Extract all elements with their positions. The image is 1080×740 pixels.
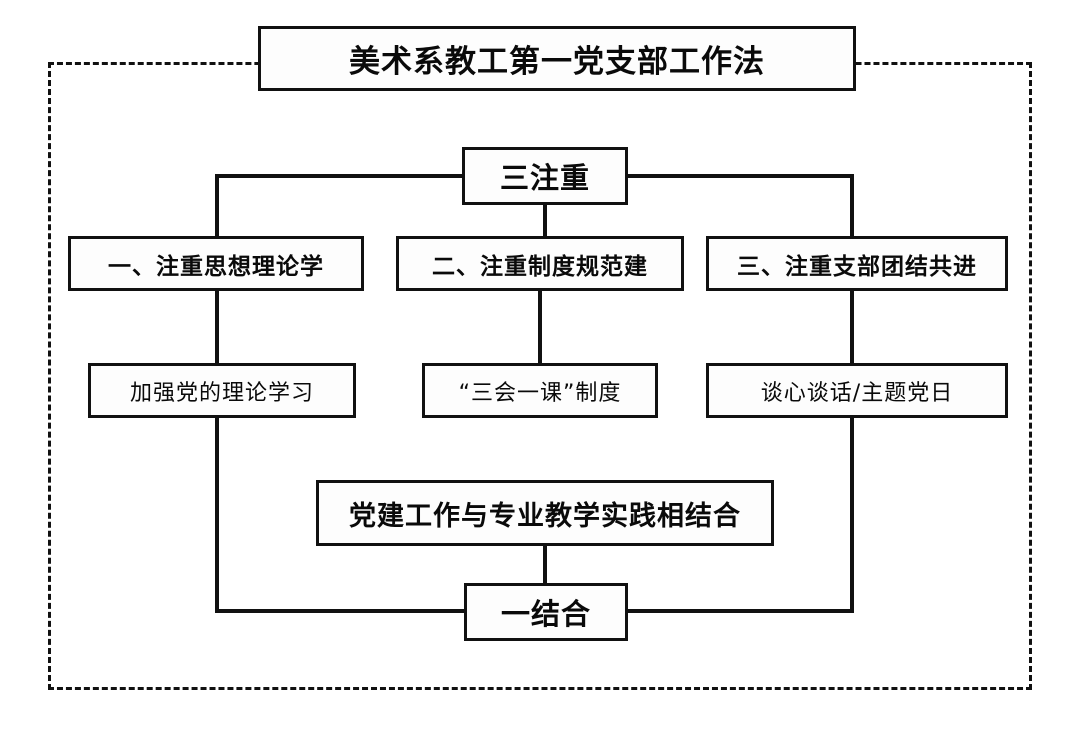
sub-node-2: “三会一课”制度 [422, 363, 658, 418]
sub-node-1: 加强党的理论学习 [88, 363, 356, 418]
connector-combine-to-result [543, 544, 547, 585]
connector-root-to-category-2-vertical [543, 203, 547, 238]
sub-node-1-label: 加强党的理论学习 [129, 380, 314, 406]
sub-node-2-label: “三会一课”制度 [458, 380, 622, 406]
connector-category-3-to-child [850, 289, 854, 365]
category-node-2-label: 二、注重制度规范建 [432, 253, 648, 280]
connector-root-to-category-3-vertical [850, 174, 854, 238]
combine-node: 党建工作与专业教学实践相结合 [316, 480, 774, 546]
combine-node-label: 党建工作与专业教学实践相结合 [349, 500, 741, 532]
connector-category-2-to-child [538, 289, 542, 365]
connector-left-branch-to-result-vertical [215, 416, 219, 613]
connector-category-1-to-child [215, 289, 219, 365]
connector-root-to-category-3-horizontal [626, 174, 854, 178]
category-node-3-label: 三、注重支部团结共进 [737, 253, 977, 280]
root-node-label: 三注重 [499, 161, 590, 195]
sub-node-3: 谈心谈话/主题党日 [706, 363, 1008, 418]
connector-root-to-category-1-vertical [215, 174, 219, 238]
connector-right-branch-to-result-horizontal [626, 609, 854, 613]
category-node-1: 一、注重思想理论学 [68, 236, 364, 291]
sub-node-3-label: 谈心谈话/主题党日 [760, 380, 954, 406]
connector-right-branch-to-result-vertical [850, 416, 854, 613]
diagram-title-text: 美术系教工第一党支部工作法 [349, 44, 765, 80]
connector-left-branch-to-result-horizontal [215, 609, 466, 613]
category-node-3: 三、注重支部团结共进 [706, 236, 1008, 291]
connector-root-to-category-1-horizontal [215, 174, 464, 178]
result-node-label: 一结合 [500, 597, 591, 631]
category-node-1-label: 一、注重思想理论学 [108, 253, 324, 280]
result-node-one-combination: 一结合 [464, 583, 628, 641]
diagram-title-box: 美术系教工第一党支部工作法 [258, 26, 856, 91]
category-node-2: 二、注重制度规范建 [396, 236, 684, 291]
root-node-three-focuses: 三注重 [462, 147, 628, 205]
